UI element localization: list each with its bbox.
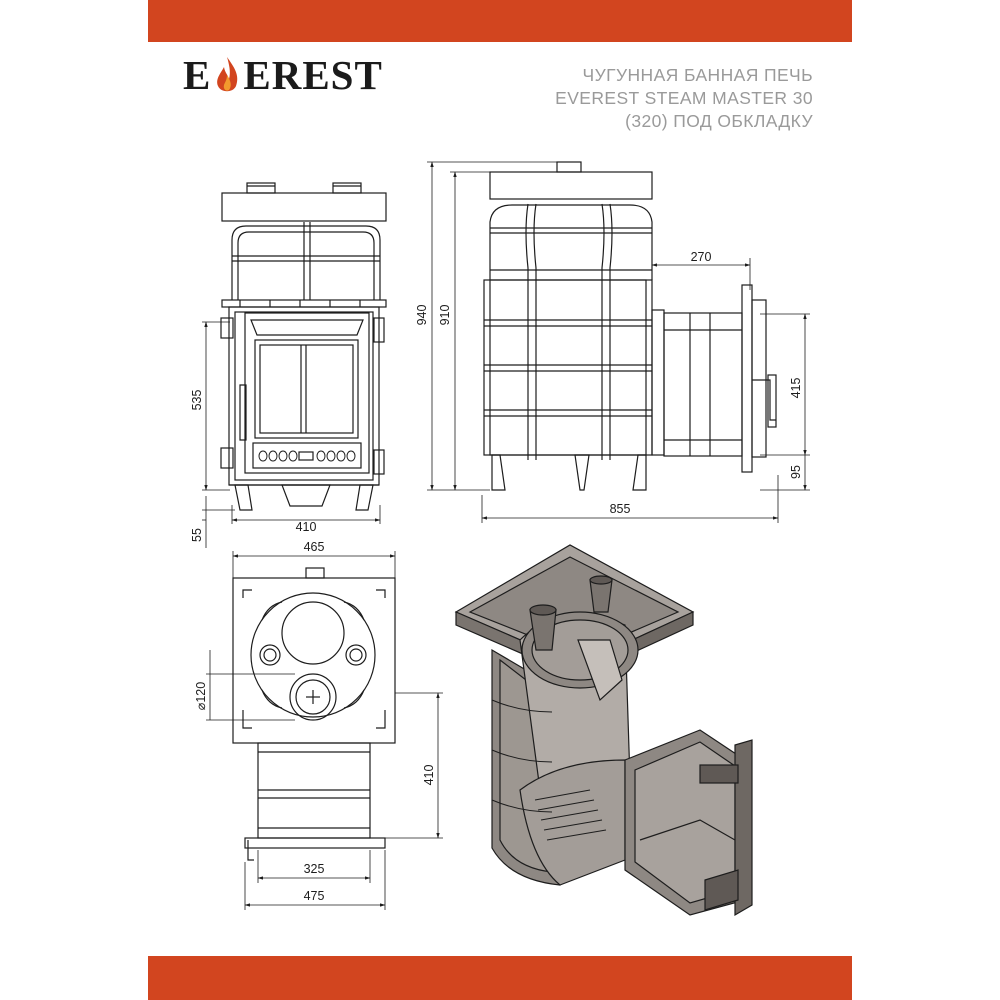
logo-letters-erest: EREST [243,52,383,98]
dim-top-total: 475 [304,889,325,903]
top-plate [232,577,396,744]
front-dimensions [202,321,381,548]
top-orange-band [148,0,852,42]
top-view [232,567,396,861]
dim-side-door: 415 [789,378,803,399]
dim-front-height: 535 [190,390,204,411]
dim-top-door: 325 [304,862,325,876]
front-tank [221,192,387,222]
title-line-1: ЧУГУННАЯ БАННАЯ ПЕЧЬ [582,65,813,85]
dim-side-door-offset: 95 [789,465,803,479]
dim-front-width: 410 [296,520,317,534]
dim-top-flue: ⌀120 [194,682,208,710]
flame-icon [217,57,238,92]
title-line-2: EVEREST STEAM MASTER 30 [555,88,813,108]
dim-side-tunnel: 270 [691,250,712,264]
dim-top-tunnel: 410 [422,765,436,786]
side-view [483,161,777,491]
top-dimensions [206,551,443,910]
front-pipe-left [246,182,276,194]
front-view [220,182,387,511]
front-pipe-right [332,182,362,194]
dim-front-leg: 55 [190,528,204,542]
title-line-3: (320) ПОД ОБКЛАДКУ [625,111,813,131]
bottom-orange-band [148,956,852,1000]
dim-top-width: 465 [304,540,325,554]
side-pipe [556,161,582,173]
product-title: ЧУГУННАЯ БАННАЯ ПЕЧЬ EVEREST STEAM MASTE… [555,64,813,133]
everest-logo: E EREST [183,55,383,96]
dim-side-height-910: 910 [438,305,452,326]
dim-side-length: 855 [610,502,631,516]
side-tank [489,171,653,200]
side-dimensions [427,161,810,523]
logo-letter-e: E [183,52,212,98]
section-view [454,544,753,917]
dim-side-height-940: 940 [415,305,429,326]
